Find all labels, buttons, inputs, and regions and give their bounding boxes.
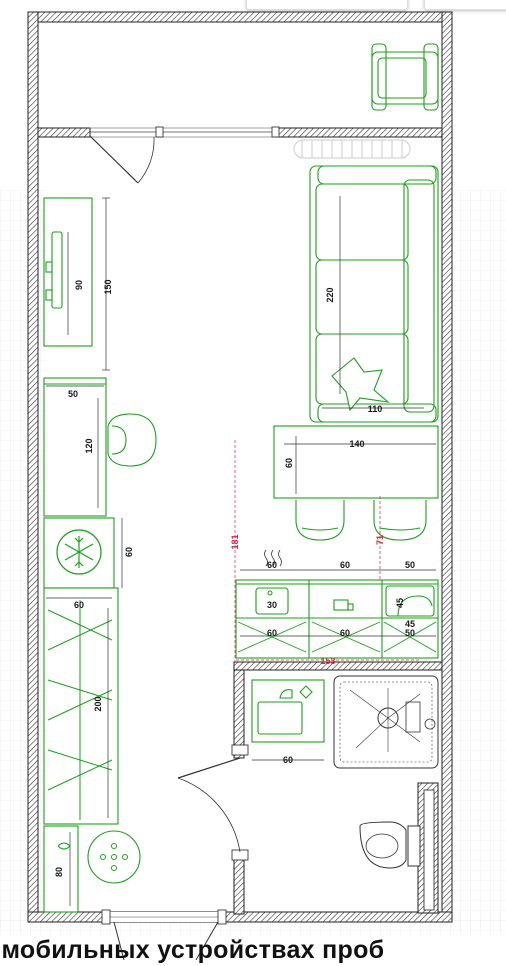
grid-left (0, 190, 46, 930)
bathroom-door (177, 757, 241, 853)
bathroom-walls (231, 661, 443, 915)
kitchen-counter-left (43, 587, 119, 825)
kitchen-counter-top (235, 569, 439, 659)
caption-text: е мобильных устройствах проб (0, 936, 385, 964)
red-71-label: 71 (375, 535, 385, 545)
snowflake-icon (56, 529, 102, 575)
dining-table (273, 425, 439, 499)
hob-width-label: 60 (267, 560, 277, 570)
desk-depth-label: 50 (68, 389, 78, 399)
top-toolbar-left (246, 0, 408, 10)
kitchen-depth-label: 60 (74, 600, 84, 610)
washer-45-label: 45 (395, 598, 405, 608)
table-length-label: 140 (349, 439, 364, 449)
kitchen-length-label: 200 (93, 696, 103, 711)
desk-length-label: 120 (84, 438, 94, 453)
sink-width-label: 30 (267, 600, 277, 610)
dining-chair-icon (295, 500, 345, 541)
top-toolbar-right (424, 0, 506, 10)
sink-icon (255, 587, 289, 615)
counter-a-label: 60 (340, 560, 350, 570)
toilet-icon (359, 821, 421, 869)
sofa (309, 165, 439, 423)
table-depth-label: 60 (284, 458, 294, 468)
counter-c-label: 50 (405, 560, 415, 570)
counter-d-label: 60 (267, 628, 277, 638)
shower-icon (333, 675, 439, 769)
shoe-cabinet-label: 80 (54, 867, 64, 877)
washing-machine-icon (385, 585, 435, 617)
red-181-label: 181 (230, 534, 240, 549)
red-dimension-lines (234, 440, 420, 662)
bath-vanity-width-label: 60 (283, 755, 293, 765)
tv-width-label: 90 (74, 280, 84, 290)
desk-chair-icon (107, 413, 157, 467)
armchair-icon (371, 43, 439, 111)
fridge (43, 517, 123, 589)
dining-chair-icon-2 (373, 500, 427, 541)
wardrobe-dimension (67, 197, 110, 371)
wardrobe-width-label: 150 (103, 279, 113, 294)
counter-f-label: 50 (405, 628, 415, 638)
balcony-door (89, 135, 155, 184)
radiator-icon (293, 139, 411, 159)
washer-45b-label: 45 (405, 619, 415, 629)
sofa-length-label: 220 (325, 287, 335, 302)
microwave-icon (333, 599, 354, 611)
red-153-label: 153 (320, 656, 335, 666)
fridge-depth-label: 60 (124, 547, 134, 557)
bathroom-vanity (251, 679, 325, 761)
sofa-depth-label: 110 (368, 404, 383, 414)
round-table-icon (87, 830, 141, 884)
outer-walls (27, 11, 453, 925)
counter-e-label: 60 (340, 628, 350, 638)
desk (43, 377, 107, 517)
shoe-cabinet (43, 825, 79, 913)
entrance-door (113, 921, 219, 960)
heat-waves-icon (264, 549, 282, 567)
